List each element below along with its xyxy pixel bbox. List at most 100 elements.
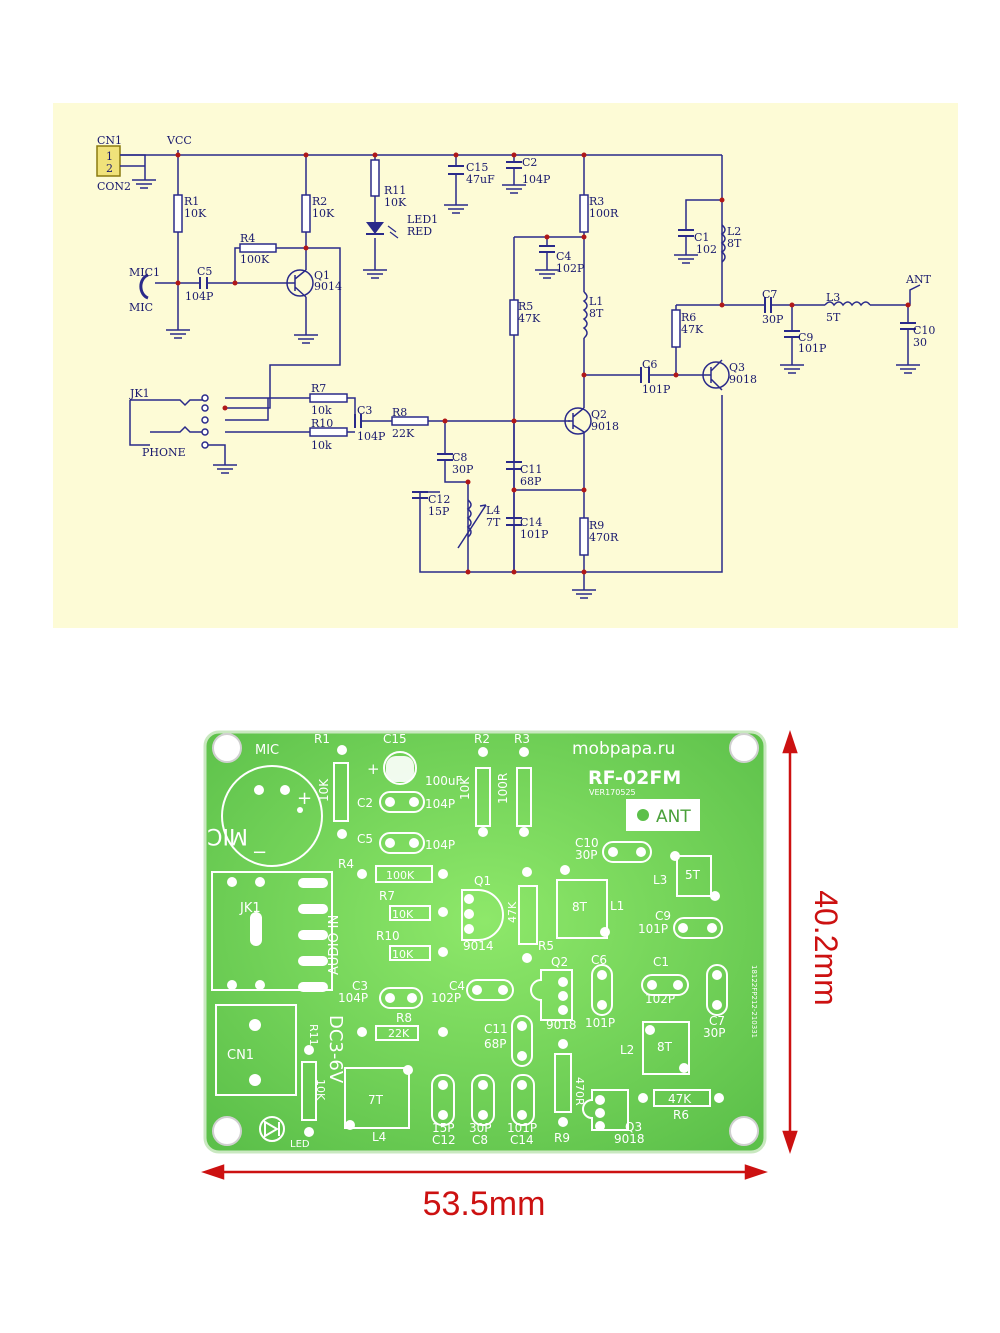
lbl-c2v: 104P	[522, 173, 551, 186]
ant-pad	[637, 809, 649, 821]
width-arrow-right	[744, 1164, 768, 1180]
lbl-vcc: VCC	[166, 134, 192, 147]
pcb-c7: C7	[709, 1014, 725, 1028]
pcb-mic: MIC	[255, 743, 279, 758]
pcb-r4: R4	[338, 857, 354, 871]
pcb-l1: L1	[610, 899, 624, 913]
lbl-c3v: 104P	[357, 430, 386, 443]
pcb-c6: C6	[591, 953, 607, 967]
pcb-r3: R3	[514, 732, 530, 746]
mounting-holes	[212, 733, 759, 1146]
cn1-connector	[96, 145, 121, 177]
ground-symbols	[132, 179, 920, 599]
lbl-phone: PHONE	[142, 446, 186, 459]
lbl-r8: R8	[392, 406, 407, 419]
height-arrow-bottom	[782, 1130, 798, 1154]
pcb-c10v: 30P	[575, 848, 598, 862]
lbl-c4: C4	[556, 250, 571, 263]
pcb-r1: R1	[314, 732, 330, 746]
pcb-c8: C8	[472, 1133, 488, 1147]
pcb-r5: R5	[538, 939, 554, 953]
lbl-r1v: 10K	[184, 207, 207, 220]
pcb-c6v: 101P	[585, 1016, 615, 1030]
pcb-ant: ANT	[656, 807, 691, 827]
lbl-c8v: 30P	[452, 463, 474, 476]
lbl-c4v: 102P	[556, 262, 585, 275]
pcb-c4: C4	[449, 979, 465, 993]
pcb-c8v: 30P	[469, 1121, 492, 1135]
lbl-r10: R10	[311, 417, 333, 430]
lbl-q1: Q1	[314, 269, 330, 282]
lbl-r7v: 10k	[311, 404, 332, 417]
lbl-r7: R7	[311, 382, 326, 395]
silkscreen-outlines	[211, 751, 728, 1142]
schematic-led	[366, 222, 399, 239]
pcb-c1v: 102P	[645, 992, 675, 1006]
pcb-side-code: 18122FP212-210331	[750, 965, 758, 1038]
pcb-silkscreen-text: mobpapa.ru RF-02FM VER170525 ANT MIC + M…	[207, 732, 758, 1150]
lbl-l3: L3	[826, 291, 840, 304]
lbl-l4v: 7T	[486, 516, 501, 529]
pcb-l4: L4	[372, 1130, 386, 1144]
lbl-cn1: CN1	[97, 134, 122, 147]
pcb-pads	[227, 745, 724, 1137]
pcb-c7v: 30P	[703, 1026, 726, 1040]
pcb-q2: Q2	[551, 955, 568, 969]
schematic-diagram: CN1 1 2 CON2 VCC R1 10K R2 10K R11 10K L…	[96, 134, 935, 599]
pcb-led: LED	[290, 1139, 310, 1150]
lbl-l1v: 8T	[589, 307, 604, 320]
lbl-r10v: 10k	[311, 439, 332, 452]
pcb-r5v: 47K	[506, 901, 519, 923]
pcb-l2: L2	[620, 1043, 634, 1057]
schematic-transistors	[286, 269, 730, 435]
pcb-c9v: 101P	[638, 922, 668, 936]
pcb-c1: C1	[653, 955, 669, 969]
lbl-c9: C9	[798, 331, 813, 344]
junction-dots	[175, 152, 911, 575]
pcb-c10: C10	[575, 836, 599, 850]
lbl-c10: C10	[913, 324, 935, 337]
lbl-r11: R11	[384, 184, 406, 197]
lbl-r2: R2	[312, 195, 327, 208]
pcb-r10: R10	[376, 929, 400, 943]
pcb-r6v: 47K	[668, 1092, 692, 1106]
pcb-c14v: 101P	[507, 1121, 537, 1135]
pcb-c15v: 100uF	[425, 774, 463, 788]
mic-symbol	[139, 273, 149, 300]
lbl-l1: L1	[589, 295, 603, 308]
pcb-r11: R11	[307, 1024, 320, 1046]
lbl-r6v: 47K	[681, 323, 704, 336]
lbl-c6v: 101P	[642, 383, 671, 396]
lbl-l2v: 8T	[727, 237, 742, 250]
pcb-q2v: 9018	[546, 1018, 577, 1032]
pcb-c9: C9	[655, 909, 671, 923]
pcb-r8: R8	[396, 1011, 412, 1025]
lbl-r11v: 10K	[384, 196, 407, 209]
pcb-r9v: 470R	[573, 1077, 586, 1106]
schematic-capacitors	[199, 161, 916, 526]
pcb-jk1: JK1	[239, 901, 261, 916]
lbl-c15: C15	[466, 161, 488, 174]
pcb-c15: C15	[383, 732, 407, 746]
pcb-version: VER170525	[589, 788, 636, 797]
lbl-c14: C14	[520, 516, 542, 529]
pcb-l3v: 5T	[685, 868, 701, 882]
pcb-c12v: 15P	[432, 1121, 455, 1135]
lbl-r5: R5	[518, 300, 533, 313]
lbl-r5v: 47K	[518, 312, 541, 325]
schematic-labels: CN1 1 2 CON2 VCC R1 10K R2 10K R11 10K L…	[97, 134, 935, 544]
pcb-c12: C12	[432, 1133, 456, 1147]
pcb-c5: C5	[357, 832, 373, 846]
lbl-mic: MIC	[129, 301, 153, 314]
lbl-c5v: 104P	[185, 290, 214, 303]
pcb-l3: L3	[653, 873, 667, 887]
pcb-illustration: mobpapa.ru RF-02FM VER170525 ANT MIC + M…	[201, 730, 844, 1223]
pcb-r6: R6	[673, 1108, 689, 1122]
pcb-r2: R2	[474, 732, 490, 746]
pcb-r11v: 10K	[314, 1079, 327, 1101]
lbl-c12v: 15P	[428, 505, 450, 518]
height-dimension: 40.2mm	[808, 890, 844, 1006]
pcb-c2v: 104P	[425, 797, 455, 811]
pcb-c2: C2	[357, 796, 373, 810]
pcb-q3: Q3	[625, 1120, 642, 1134]
